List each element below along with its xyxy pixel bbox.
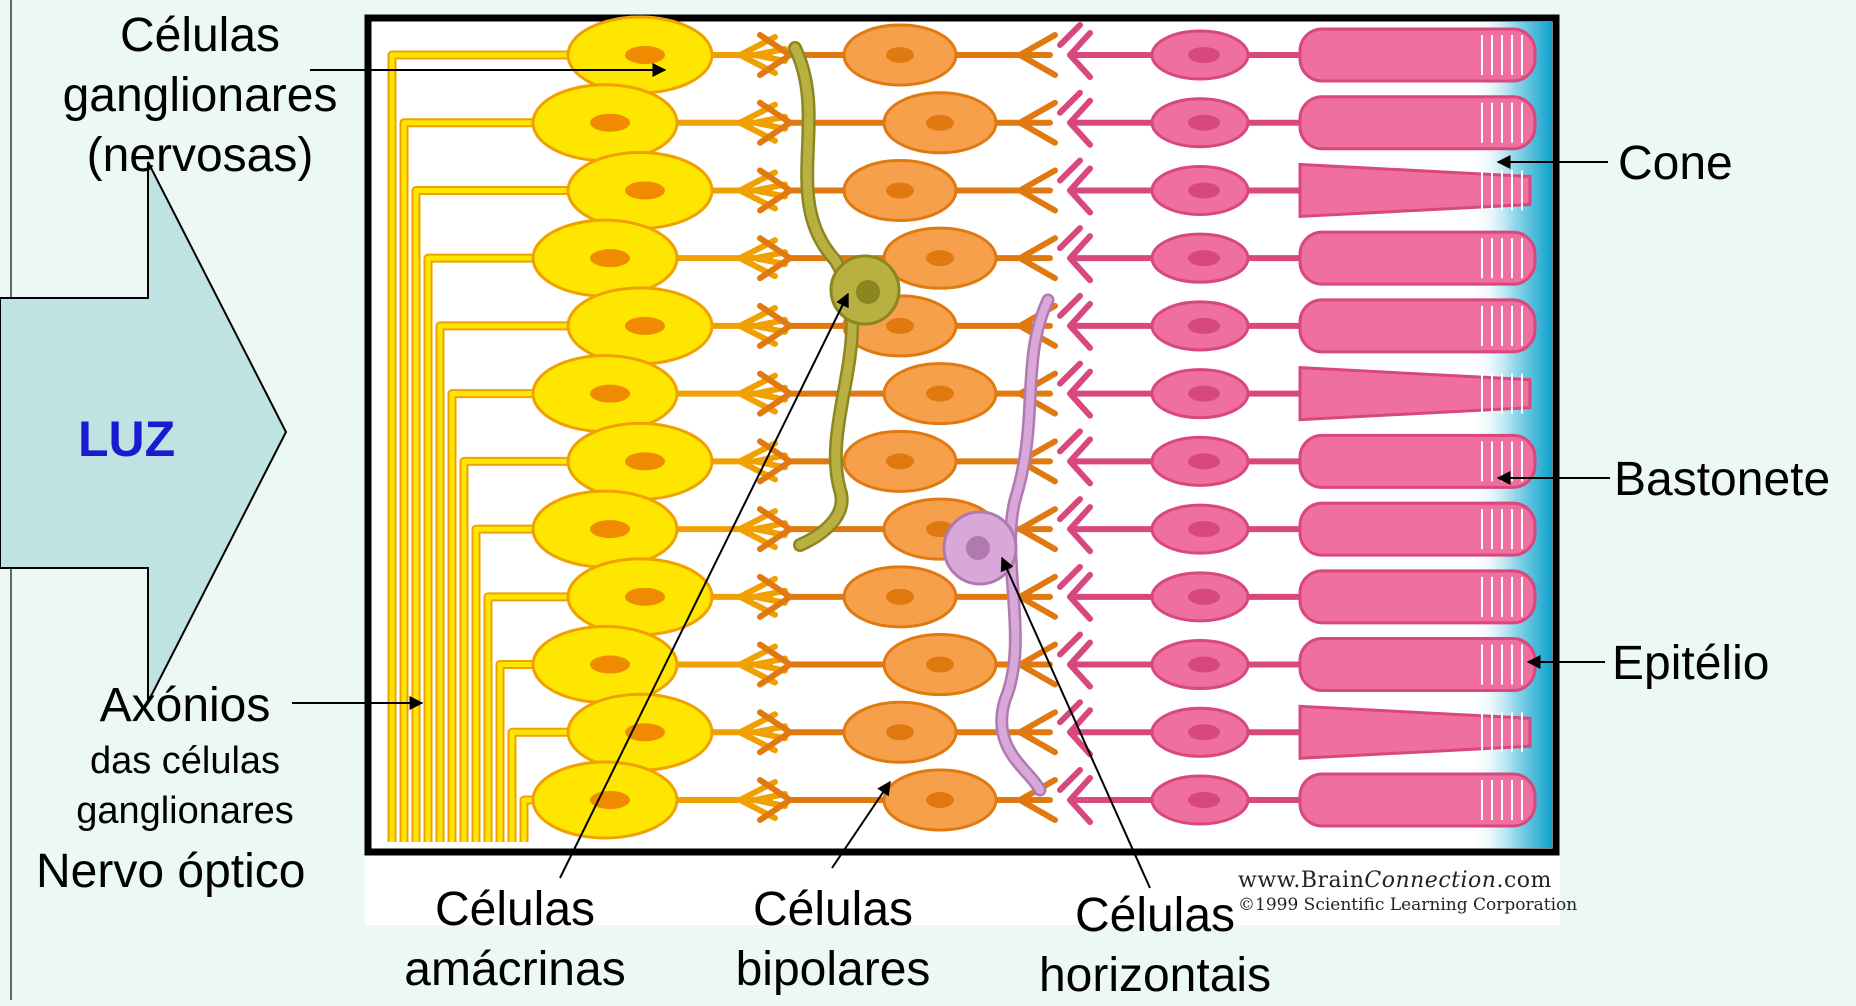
bipolar-label-line1: Células [708, 880, 958, 940]
bipolar-nucleus [926, 657, 954, 673]
ganglion-label-line2: ganglionares [30, 66, 370, 126]
credit-copyright: ©1999 Scientific Learning Corporation [1238, 895, 1577, 915]
horizontal-label-line2: horizontais [1010, 946, 1300, 1006]
ganglion-cells-label: Células ganglionares (nervosas) [30, 6, 370, 186]
bipolar-nucleus [886, 318, 914, 334]
ganglion-label-line3: (nervosas) [30, 126, 370, 186]
ganglion-nucleus [590, 385, 630, 403]
bipolar-label-line2: bipolares [708, 940, 958, 1000]
bipolar-nucleus [886, 453, 914, 469]
bipolar-nucleus [926, 115, 954, 131]
bipolar-nucleus [926, 250, 954, 266]
horizontal-nucleus [966, 536, 990, 560]
photoreceptor-nucleus [1188, 657, 1220, 673]
ganglion-nucleus [625, 452, 665, 470]
credit-text: www.BrainConnection.com ©1999 Scientific… [1238, 868, 1577, 915]
bipolar-nucleus [926, 792, 954, 808]
bipolar-nucleus [886, 47, 914, 63]
photoreceptor-nucleus [1188, 182, 1220, 198]
rod-outer-segment [1300, 29, 1535, 81]
epithelium-label: Epitélio [1612, 634, 1769, 694]
photoreceptor-nucleus [1188, 792, 1220, 808]
credit-site-italic: Connection [1364, 868, 1496, 893]
ganglion-nucleus [625, 181, 665, 199]
bipolar-nucleus [886, 182, 914, 198]
ganglion-nucleus [625, 317, 665, 335]
photoreceptor-nucleus [1188, 724, 1220, 740]
rod-outer-segment [1300, 232, 1535, 284]
ganglion-nucleus [625, 46, 665, 64]
amacrine-label-line1: Células [380, 880, 650, 940]
photoreceptor-nucleus [1188, 521, 1220, 537]
axons-label-line1: Axónios [40, 676, 330, 736]
axons-label-line3: ganglionares [40, 786, 330, 836]
photoreceptor-nucleus [1188, 318, 1220, 334]
rod-outer-segment [1300, 774, 1535, 826]
photoreceptor-nucleus [1188, 250, 1220, 266]
bipolar-nucleus [886, 724, 914, 740]
credit-site-suffix: .com [1496, 868, 1551, 893]
rod-outer-segment [1300, 97, 1535, 149]
amacrine-nucleus [856, 280, 880, 304]
amacrine-label-line2: amácrinas [380, 940, 650, 1000]
axons-label: Axónios das células ganglionares [40, 676, 330, 836]
rod-label: Bastonete [1614, 450, 1830, 510]
photoreceptor-nucleus [1188, 589, 1220, 605]
ganglion-nucleus [590, 249, 630, 267]
ganglion-nucleus [590, 114, 630, 132]
cone-label: Cone [1618, 134, 1733, 194]
rod-outer-segment [1300, 300, 1535, 352]
rod-outer-segment [1300, 503, 1535, 555]
photoreceptor-nucleus [1188, 47, 1220, 63]
optic-nerve-label: Nervo óptico [36, 842, 305, 902]
bipolar-nucleus [926, 386, 954, 402]
photoreceptor-nucleus [1188, 115, 1220, 131]
photoreceptor-nucleus [1188, 386, 1220, 402]
rod-outer-segment [1300, 639, 1535, 691]
ganglion-label-line1: Células [30, 6, 370, 66]
ganglion-nucleus [590, 656, 630, 674]
photoreceptor-nucleus [1188, 453, 1220, 469]
ganglion-nucleus [590, 520, 630, 538]
bipolar-nucleus [886, 589, 914, 605]
credit-site: www.BrainConnection.com [1238, 868, 1577, 893]
ganglion-nucleus [625, 588, 665, 606]
rod-outer-segment [1300, 435, 1535, 487]
light-label: LUZ [78, 410, 175, 468]
credit-site-prefix: www.Brain [1238, 868, 1364, 893]
axons-label-line2: das células [40, 736, 330, 786]
bipolar-cells-label: Células bipolares [708, 880, 958, 1000]
rod-outer-segment [1300, 571, 1535, 623]
amacrine-cells-label: Células amácrinas [380, 880, 650, 1000]
